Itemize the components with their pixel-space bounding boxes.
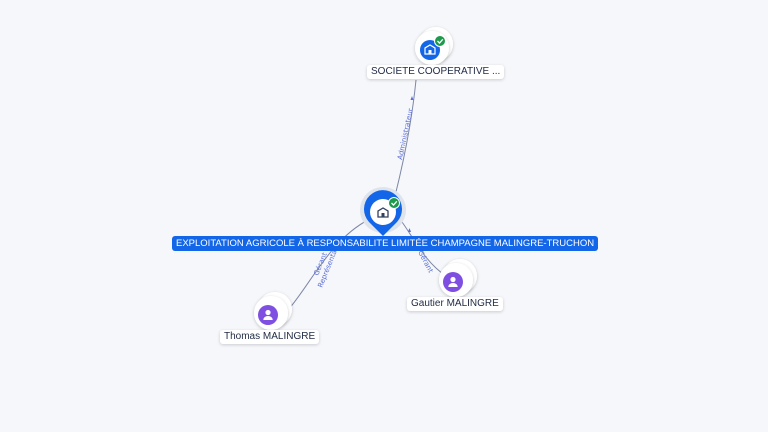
thomas-label[interactable]: Thomas MALINGRE [220,330,320,344]
edge-arrow-icon [408,228,411,232]
node-thomas[interactable] [254,292,292,330]
cooperative-label[interactable]: SOCIETE COOPERATIVE ... [367,65,505,79]
gautier-label[interactable]: Gautier MALINGRE [407,297,503,311]
main-entity-label[interactable]: EXPLOITATION AGRICOLE À RESPONSABILITE L… [172,236,599,251]
verified-check-icon [388,197,400,209]
node-main[interactable] [360,187,406,236]
barn-icon [377,207,389,218]
building-icon [424,44,436,55]
node-gautier[interactable] [439,259,477,297]
verified-check-icon [434,35,446,47]
node-cooperative[interactable] [415,27,453,65]
edge-label-gautier-role: Gérant [416,249,434,274]
edge-administrateur [394,79,417,197]
edge-arrow-icon [410,96,414,100]
edge-label-administrateur: Administrateur [396,108,415,161]
edge-gerant-thomas [287,219,369,311]
